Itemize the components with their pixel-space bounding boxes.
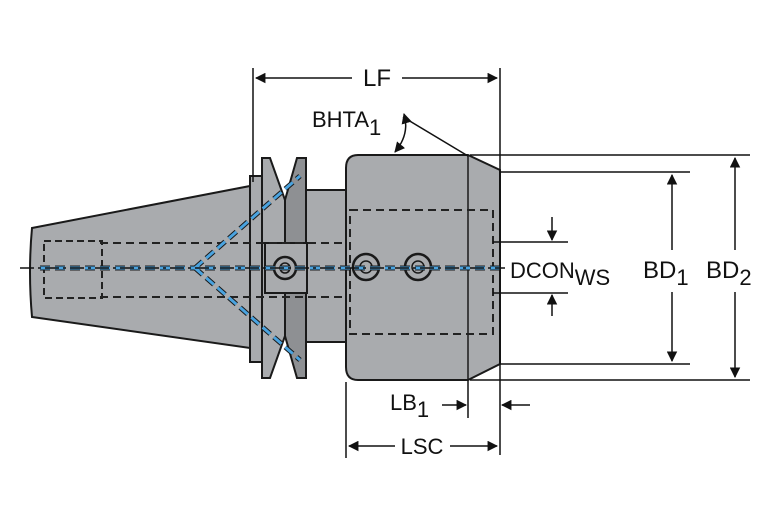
dim-bhta1 [394, 112, 469, 157]
dim-lsc [345, 382, 499, 458]
label-bd1: BD1 [643, 257, 689, 290]
label-dconws: DCONWS [510, 258, 610, 290]
label-lf: LF [363, 65, 391, 92]
bd-extension-lines [470, 154, 750, 381]
label-bd2: BD2 [706, 257, 752, 290]
label-lsc: LSC [401, 434, 444, 459]
dim-dconws [493, 217, 568, 316]
dim-lf [252, 68, 501, 455]
label-bhta1: BHTA1 [312, 107, 381, 140]
label-lb1: LB1 [390, 390, 429, 422]
dim-lb1 [442, 380, 530, 418]
